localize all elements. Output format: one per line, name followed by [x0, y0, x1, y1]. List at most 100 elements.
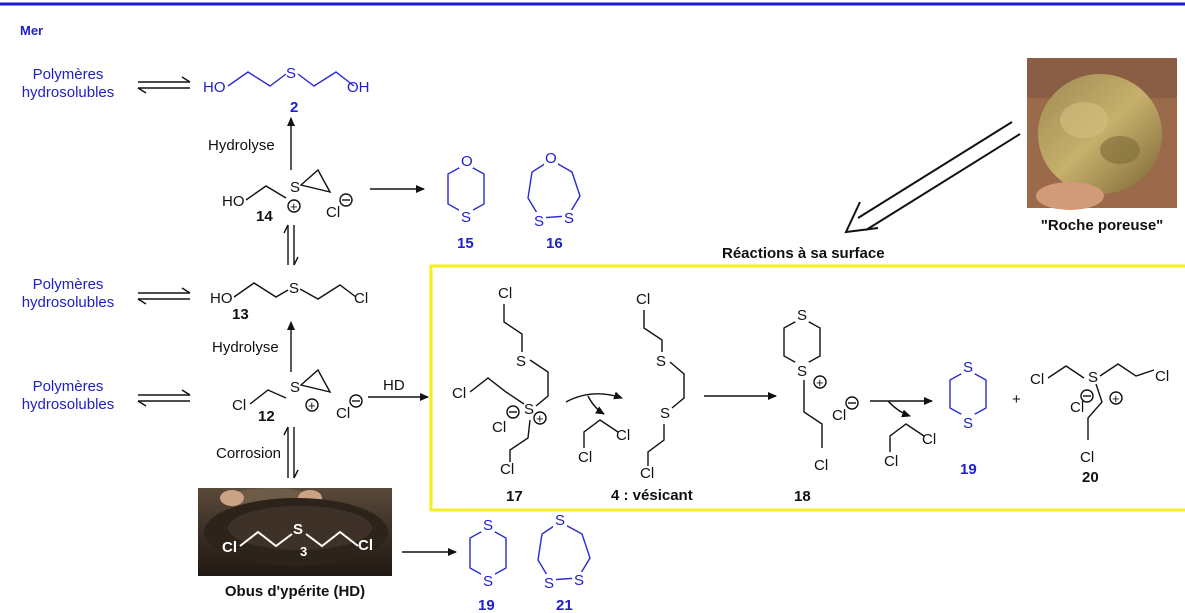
surface-arrow [844, 121, 1021, 234]
svg-text:Cl: Cl [492, 419, 506, 436]
hydrolysis-label-top: Hydrolyse [208, 137, 275, 154]
svg-text:Cl: Cl [452, 385, 466, 402]
compound-15: O S 15 [447, 152, 485, 252]
arrow-17-to-4: Cl Cl [565, 391, 630, 466]
svg-text:OH: OH [347, 79, 370, 96]
compound-14: HO S + Cl 14 [222, 168, 353, 225]
label-18: 18 [794, 488, 811, 505]
svg-text:S: S [290, 179, 300, 196]
svg-text:S: S [293, 521, 303, 538]
corrosion-label: Corrosion [216, 445, 281, 462]
compound-21: S S S 21 [537, 512, 591, 613]
svg-text:S: S [963, 415, 973, 432]
svg-text:3: 3 [300, 544, 307, 559]
svg-text:O: O [461, 153, 473, 170]
svg-text:S: S [483, 573, 493, 590]
svg-text:S: S [461, 209, 471, 226]
label-13: 13 [232, 306, 249, 323]
svg-text:Polymères: Polymères [33, 276, 104, 293]
svg-text:+: + [536, 411, 544, 426]
svg-text:Cl: Cl [814, 457, 828, 474]
svg-text:HO: HO [210, 290, 233, 307]
svg-text:S: S [564, 210, 574, 227]
rock-photo [1027, 58, 1177, 210]
svg-text:Cl: Cl [1070, 399, 1084, 416]
svg-text:Cl: Cl [354, 290, 368, 307]
plus-sign: + [1012, 391, 1021, 408]
compound-18: S S + Cl Cl 18 [783, 306, 859, 505]
svg-text:Cl: Cl [326, 204, 340, 221]
surface-caption: Réactions à sa surface [722, 245, 885, 262]
svg-text:Cl: Cl [922, 431, 936, 448]
polymer-label-1: Polymères hydrosolubles [22, 66, 115, 101]
svg-text:Cl: Cl [1155, 368, 1169, 385]
label-20: 20 [1082, 469, 1099, 486]
compound-13: HO S Cl 13 [210, 280, 368, 323]
svg-text:S: S [544, 575, 554, 592]
equilibrium-arrow-1 [137, 76, 191, 94]
svg-text:+: + [816, 375, 824, 390]
svg-text:hydrosolubles: hydrosolubles [22, 84, 115, 101]
svg-text:S: S [574, 572, 584, 589]
label-19: 19 [960, 461, 977, 478]
equilibrium-arrow-corrosion [283, 426, 299, 479]
svg-text:Cl: Cl [358, 537, 373, 554]
svg-text:Cl: Cl [498, 285, 512, 302]
arrow-18-to-19: Cl Cl [870, 397, 936, 470]
label-21: 21 [556, 597, 573, 613]
svg-text:S: S [963, 359, 973, 376]
hydrolysis-label-mid: Hydrolyse [212, 339, 279, 356]
compound-19-bottom: S S 19 [469, 516, 507, 613]
svg-text:S: S [555, 512, 565, 529]
compound-20: Cl S Cl Cl + Cl 20 [1030, 363, 1169, 486]
label-19-bottom: 19 [478, 597, 495, 613]
svg-text:Cl: Cl [500, 461, 514, 478]
svg-text:hydrosolubles: hydrosolubles [22, 396, 115, 413]
svg-text:S: S [797, 307, 807, 324]
svg-text:HO: HO [222, 193, 245, 210]
compound-17: Cl S Cl S + Cl Cl 17 [452, 285, 549, 505]
svg-text:S: S [516, 353, 526, 370]
svg-text:Polymères: Polymères [33, 66, 104, 83]
svg-text:hydrosolubles: hydrosolubles [22, 294, 115, 311]
svg-text:Cl: Cl [640, 465, 654, 482]
shell-photo: Cl S 3 Cl [198, 488, 392, 576]
label-15: 15 [457, 235, 474, 252]
svg-text:S: S [656, 353, 666, 370]
svg-text:Polymères: Polymères [33, 378, 104, 395]
svg-text:Cl: Cl [616, 427, 630, 444]
svg-text:S: S [534, 213, 544, 230]
svg-text:Cl: Cl [636, 291, 650, 308]
label-14: 14 [256, 208, 273, 225]
polymer-label-2: Polymères hydrosolubles [22, 276, 115, 311]
svg-text:Cl: Cl [832, 407, 846, 424]
svg-text:O: O [545, 150, 557, 167]
svg-text:Cl: Cl [1080, 449, 1094, 466]
label-17: 17 [506, 488, 523, 505]
svg-text:+: + [1112, 391, 1120, 406]
svg-text:S: S [524, 401, 534, 418]
equilibrium-arrow-2 [137, 287, 191, 305]
svg-text:S: S [289, 280, 299, 297]
label-16: 16 [546, 235, 563, 252]
svg-text:S: S [483, 517, 493, 534]
rock-caption: "Roche poreuse" [1041, 217, 1164, 234]
label-12: 12 [258, 408, 275, 425]
surface-reaction-box [429, 264, 1185, 512]
compound-12: Cl S + Cl 12 [232, 368, 363, 425]
svg-text:S: S [290, 379, 300, 396]
equilibrium-arrow-3 [137, 389, 191, 407]
svg-text:Cl: Cl [884, 453, 898, 470]
svg-text:S: S [1088, 369, 1098, 386]
label-2: 2 [290, 99, 298, 116]
svg-text:S: S [660, 405, 670, 422]
hd-arrow-label: HD [383, 377, 405, 394]
equilibrium-arrow-14-13 [283, 224, 299, 266]
compound-16: O S S 16 [527, 150, 581, 252]
svg-text:+: + [308, 398, 316, 413]
compound-4: Cl S S Cl [636, 291, 685, 482]
svg-text:Cl: Cl [1030, 371, 1044, 388]
shell-caption: Obus d'ypérite (HD) [225, 583, 365, 600]
